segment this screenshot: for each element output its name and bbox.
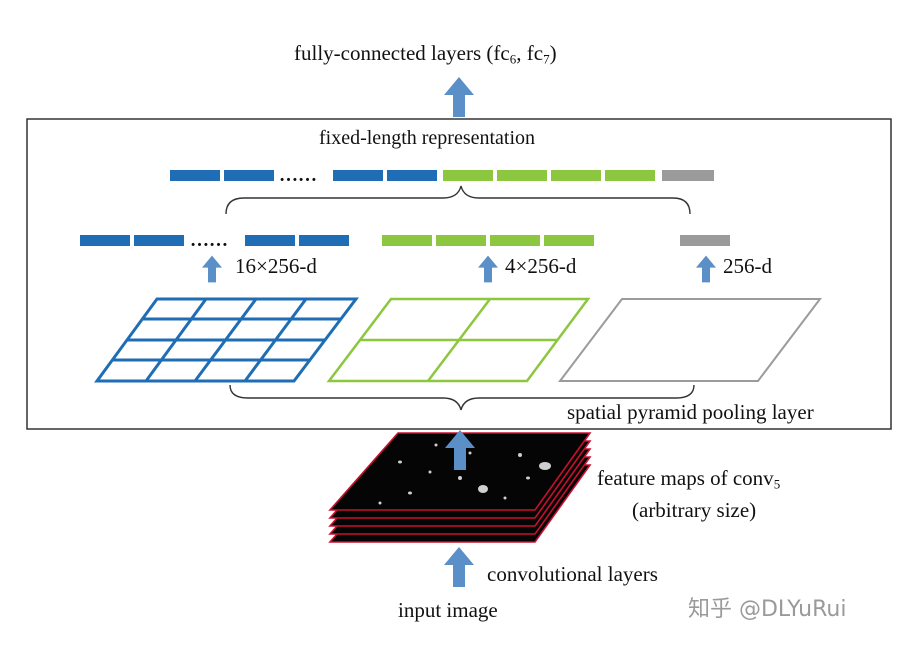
- watermark: 知乎 @DLYuRui: [688, 597, 847, 622]
- arrow-to-fc-icon: [444, 77, 474, 117]
- arrow-16x256-icon: [202, 255, 222, 283]
- dots-level: ……: [190, 230, 228, 251]
- vector-16x256: [80, 235, 349, 246]
- arbitrary-size-label: (arbitrary size): [632, 498, 757, 522]
- grid-1x1: [557, 298, 823, 382]
- dim-label-256: 256-d: [723, 254, 772, 278]
- dots-top: ……: [279, 165, 317, 186]
- pooling-brace: [229, 384, 695, 411]
- arrow-4x256-icon: [478, 255, 498, 283]
- concat-brace: [225, 185, 691, 215]
- fc-layers-label: fully-connected layers (fc6, fc7): [294, 41, 557, 67]
- feature-map-stack: [328, 432, 592, 543]
- vector-256: [680, 235, 730, 246]
- fixed-length-title: fixed-length representation: [319, 127, 536, 149]
- spp-layer-label: spatial pyramid pooling layer: [567, 400, 814, 424]
- dim-label-4x256: 4×256-d: [505, 254, 577, 278]
- arrow-256-icon: [696, 255, 716, 283]
- arrow-conv-icon: [444, 547, 474, 587]
- conv-layers-label: convolutional layers: [487, 562, 658, 586]
- grid-4x4: [94, 297, 360, 383]
- fixed-length-vector: [170, 170, 714, 181]
- feature-activation-spots: [378, 443, 551, 505]
- vector-4x256: [382, 235, 594, 246]
- feature-maps-label: feature maps of conv5: [597, 466, 781, 492]
- dim-label-16x256: 16×256-d: [235, 254, 317, 278]
- spp-layer-frame: [26, 118, 892, 430]
- input-image-label: input image: [398, 598, 498, 622]
- grid-2x2: [326, 297, 591, 383]
